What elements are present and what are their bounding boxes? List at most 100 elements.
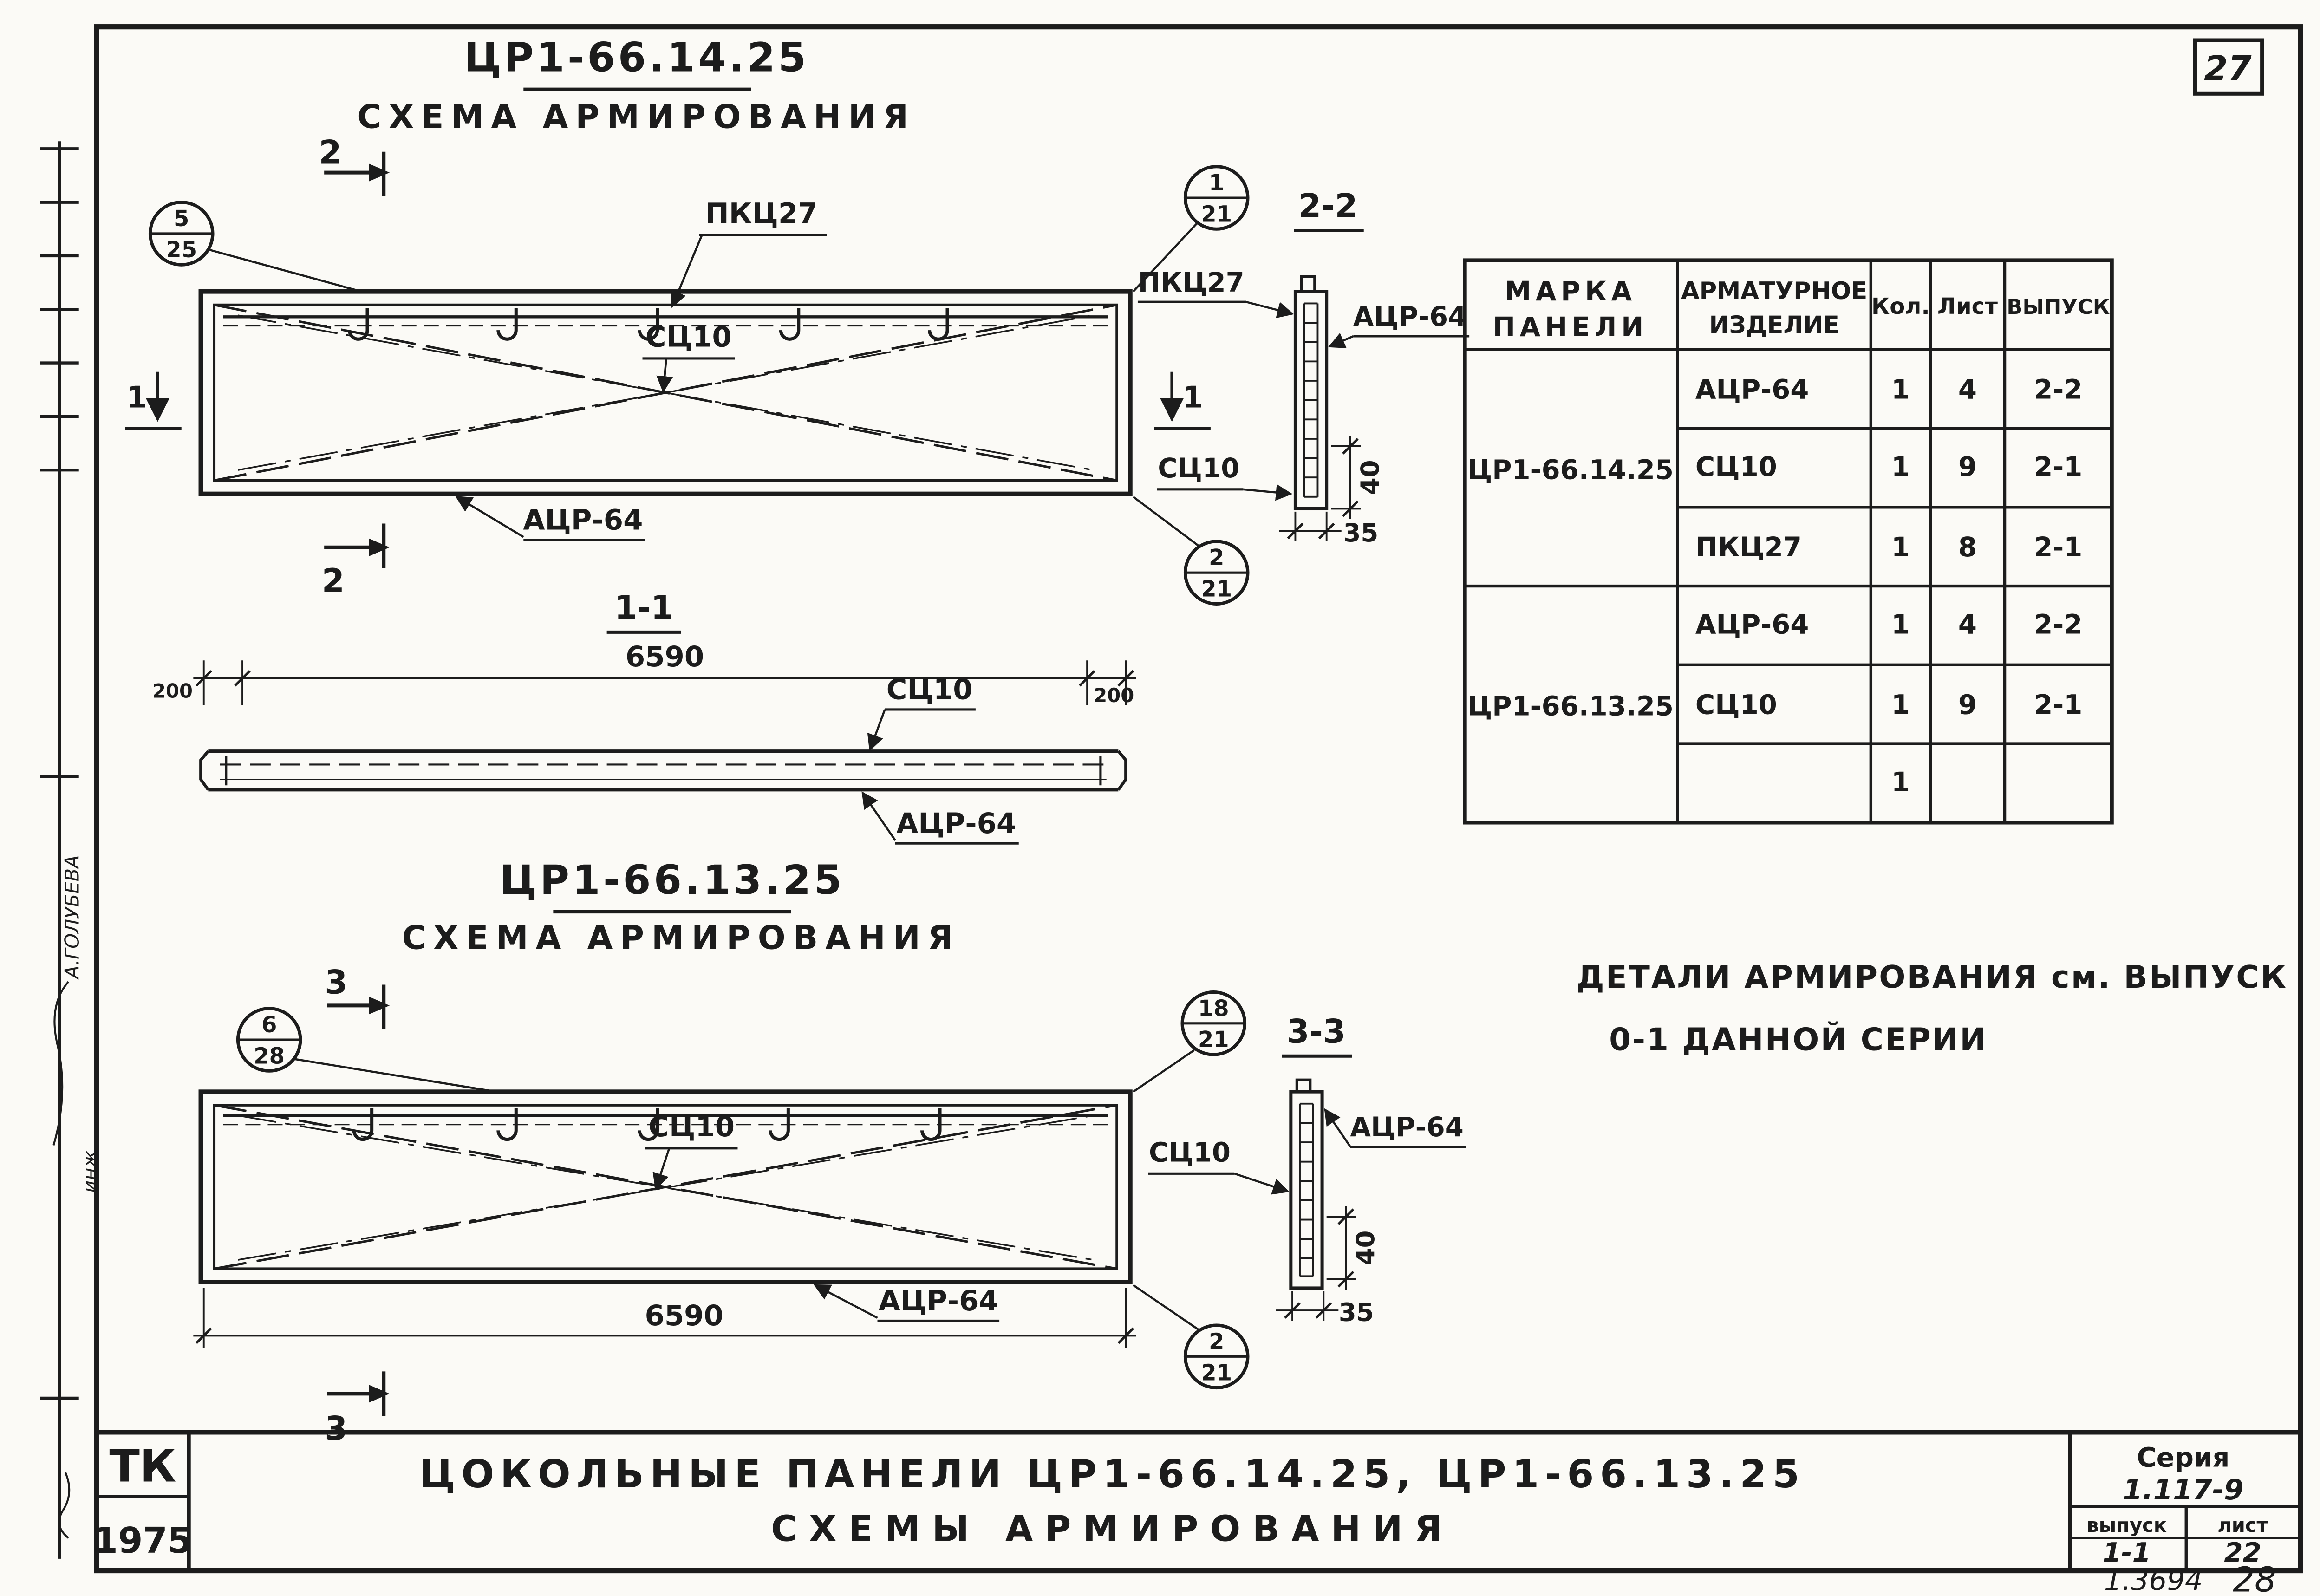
- note-line-1: ДЕТАЛИ АРМИРОВАНИЯ см. ВЫПУСК: [1577, 959, 2287, 995]
- marka-group-1: ЦР1-66.14.25: [1467, 454, 1674, 485]
- margin-signature: А.ГОЛУБЕВА: [61, 855, 84, 980]
- section-1-1-strip: [199, 749, 1127, 792]
- svg-text:1: 1: [1891, 689, 1910, 721]
- section-2-2-title: 2-2: [1298, 187, 1357, 225]
- svg-text:4: 4: [1958, 609, 1977, 640]
- note-line-2: 0-1 ДАННОЙ СЕРИИ: [1609, 1021, 1988, 1057]
- callout-6-28: 6 28: [236, 1007, 506, 1094]
- signature-scribble: [58, 1472, 71, 1539]
- svg-text:18: 18: [1198, 996, 1229, 1022]
- sheet-title: ЦОКОЛЬНЫЕ ПАНЕЛИ ЦР1-66.14.25, ЦР1-66.13…: [419, 1452, 1805, 1497]
- dim-35: 35: [1339, 1297, 1374, 1327]
- label-sc10: СЦ10: [1149, 1137, 1231, 1168]
- dim-200-left: 200: [152, 679, 193, 702]
- handwritten-footer: 1.3694 28: [2104, 1560, 2276, 1596]
- panel1-labels: ПКЦ27 СЦ10 АЦР-64: [455, 197, 827, 541]
- svg-text:ПКЦ27: ПКЦ27: [1695, 531, 1802, 563]
- label-sc10: СЦ10: [886, 673, 973, 706]
- table-row: СЦ10 1 9 2-1: [1695, 689, 2082, 721]
- cut-mark-2-top: 2: [319, 133, 390, 196]
- svg-text:1: 1: [1891, 531, 1910, 563]
- svg-text:1: 1: [1891, 766, 1910, 798]
- scheme2-subtitle: СХЕМА АРМИРОВАНИЯ: [402, 919, 960, 957]
- sheet-subtitle: СХЕМЫ АРМИРОВАНИЯ: [771, 1508, 1454, 1550]
- svg-text:2: 2: [1209, 545, 1224, 571]
- th-list: Лист: [1937, 293, 1998, 319]
- callout-2-21: 2 21: [1133, 496, 1250, 606]
- svg-text:21: 21: [1198, 1027, 1229, 1053]
- svg-text:1: 1: [1182, 381, 1203, 415]
- svg-text:СЦ10: СЦ10: [1695, 451, 1777, 482]
- dim-40: 40: [1350, 1231, 1380, 1266]
- table-row: ПКЦ27 1 8 2-1: [1695, 531, 2082, 563]
- svg-text:1: 1: [1891, 373, 1910, 405]
- footer-page: 28: [2233, 1560, 2276, 1596]
- svg-text:2: 2: [1209, 1329, 1224, 1355]
- th-marka-2: ПАНЕЛИ: [1493, 311, 1648, 343]
- svg-text:21: 21: [1201, 1360, 1232, 1386]
- dim-6590: 6590: [626, 641, 704, 673]
- svg-text:5: 5: [174, 206, 189, 232]
- scheme1: ЦР1-66.14.25 СХЕМА АРМИРОВАНИЯ 2 2 5 25: [125, 35, 1470, 606]
- note: ДЕТАЛИ АРМИРОВАНИЯ см. ВЫПУСК 0-1 ДАННОЙ…: [1577, 959, 2287, 1058]
- section-3-3-title: 3-3: [1287, 1012, 1346, 1050]
- th-izdelie-2: ИЗДЕЛИЕ: [1709, 312, 1839, 339]
- label-sc10: СЦ10: [648, 1111, 735, 1143]
- svg-text:8: 8: [1958, 531, 1977, 563]
- svg-text:2-2: 2-2: [2034, 609, 2082, 640]
- svg-text:2: 2: [319, 133, 341, 171]
- svg-text:21: 21: [1201, 201, 1232, 227]
- svg-text:2-1: 2-1: [2034, 531, 2082, 563]
- label-acr64: АЦР-64: [1353, 300, 1466, 332]
- footer-code: 1.3694: [2104, 1564, 2203, 1596]
- cut-mark-3-top: 3: [325, 964, 390, 1029]
- table-row: АЦР-64 1 4 2-2: [1695, 609, 2082, 640]
- callout-1-21: 1 21: [1132, 165, 1250, 293]
- callout-18-21: 18 21: [1133, 990, 1247, 1093]
- dim-40: 40: [1355, 460, 1385, 495]
- section-1-1-title: 1-1: [614, 589, 673, 627]
- svg-text:1: 1: [1209, 170, 1224, 196]
- dim-200-right: 200: [1094, 684, 1134, 707]
- sheet-frame: 27: [94, 24, 2303, 1574]
- sheet-value: 22: [2224, 1537, 2261, 1568]
- marka-group-2: ЦР1-66.13.25: [1467, 691, 1674, 722]
- issue-value: 1-1: [2103, 1537, 2151, 1568]
- svg-text:9: 9: [1958, 451, 1977, 482]
- page-number: 27: [2204, 49, 2252, 89]
- callout-2-21-bottom: 2 21: [1133, 1284, 1250, 1390]
- callout-5-25: 5 25: [148, 201, 362, 293]
- label-pkc27: ПКЦ27: [1138, 267, 1245, 298]
- dim-6590: 6590: [645, 1300, 723, 1332]
- title-block: ТК 1975 ЦОКОЛЬНЫЕ ПАНЕЛИ ЦР1-66.14.25, Ц…: [93, 1430, 2301, 1571]
- label-sc10: СЦ10: [645, 321, 732, 353]
- svg-text:1: 1: [1891, 609, 1910, 640]
- table-row: АЦР-64 1 4 2-2: [1695, 373, 2082, 405]
- svg-text:2-2: 2-2: [2034, 373, 2082, 405]
- svg-text:3: 3: [325, 1410, 347, 1448]
- table-row: 1: [1891, 766, 1910, 798]
- scheme2: ЦР1-66.13.25 СХЕМА АРМИРОВАНИЯ 3 6 28: [193, 857, 1466, 1448]
- page-number-box: [2193, 38, 2264, 96]
- org-year: 1975: [93, 1520, 192, 1562]
- section-3-3: 3-3 АЦР-64 СЦ10: [1148, 1012, 1466, 1327]
- svg-text:9: 9: [1958, 689, 1977, 721]
- scheme2-code: ЦР1-66.13.25: [500, 857, 845, 904]
- sheet-label: лист: [2217, 1514, 2268, 1537]
- svg-text:1: 1: [126, 381, 147, 415]
- series-label: Серия: [2137, 1441, 2229, 1473]
- svg-text:4: 4: [1958, 373, 1977, 405]
- dim-35: 35: [1343, 518, 1378, 547]
- svg-text:21: 21: [1201, 576, 1232, 602]
- svg-text:АЦР-64: АЦР-64: [1695, 609, 1809, 640]
- svg-text:2-1: 2-1: [2034, 451, 2082, 482]
- label-acr64: АЦР-64: [523, 504, 643, 536]
- cut-mark-2-bottom: 2: [322, 523, 390, 600]
- section-2-2: 2-2 ПКЦ27 АЦР-64 СЦ10: [1137, 187, 1470, 547]
- svg-text:СЦ10: СЦ10: [1695, 689, 1777, 721]
- left-margin-marks: А.ГОЛУБЕВА инж: [40, 141, 101, 1559]
- label-acr64: АЦР-64: [879, 1285, 998, 1317]
- scheme1-code: ЦР1-66.14.25: [464, 35, 809, 81]
- margin-role: инж: [78, 1150, 101, 1193]
